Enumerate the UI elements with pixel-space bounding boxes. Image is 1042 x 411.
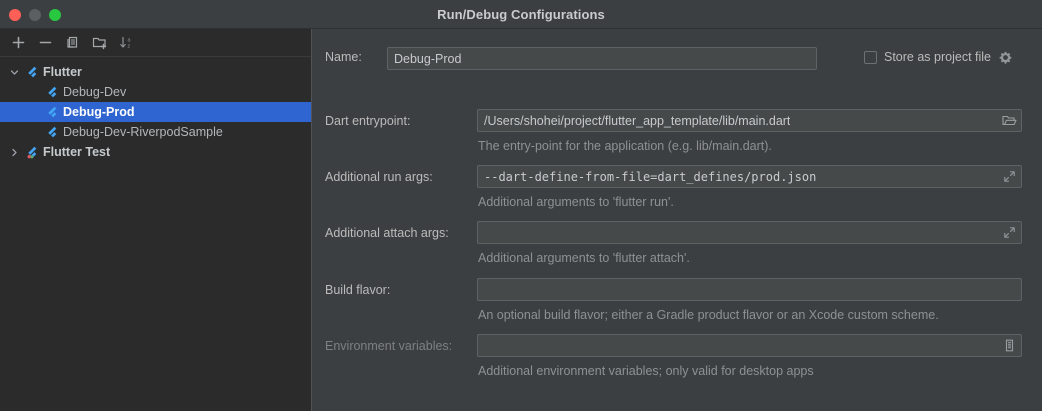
configurations-tree-panel: a z Flutter — [0, 29, 312, 411]
chevron-right-icon[interactable] — [6, 148, 22, 157]
build-flavor-hint: An optional build flavor; either a Gradl… — [478, 308, 939, 322]
configurations-tree[interactable]: Flutter Debug-Dev — [0, 57, 311, 162]
name-input-value: Debug-Prod — [394, 51, 462, 66]
flutter-icon — [42, 106, 60, 119]
additional-run-args-row: Additional run args: — [325, 170, 433, 184]
store-as-project-file-label: Store as project file — [884, 50, 991, 64]
tree-node-label: Debug-Dev — [63, 85, 127, 99]
tree-toolbar: a z — [0, 29, 311, 57]
flutter-test-icon — [22, 146, 40, 159]
name-label: Name: — [325, 50, 362, 64]
minimize-button[interactable] — [29, 9, 41, 21]
name-row: Name: — [325, 50, 387, 64]
flutter-icon — [22, 66, 40, 79]
additional-run-args-label: Additional run args: — [325, 170, 433, 184]
tree-node-debug-dev[interactable]: Debug-Dev — [0, 82, 311, 102]
remove-configuration-button[interactable] — [34, 32, 57, 54]
flutter-icon — [42, 86, 60, 99]
new-folder-button[interactable] — [88, 32, 111, 54]
tree-node-flutter-test[interactable]: Flutter Test — [0, 142, 311, 162]
flutter-icon — [42, 126, 60, 139]
window-title: Run/Debug Configurations — [437, 6, 605, 22]
environment-variables-input[interactable] — [477, 334, 1022, 357]
dart-entrypoint-row: Dart entrypoint: — [325, 114, 410, 128]
environment-variables-hint: Additional environment variables; only v… — [478, 364, 814, 378]
additional-attach-args-hint: Additional arguments to 'flutter attach'… — [478, 251, 690, 265]
expand-icon[interactable] — [1000, 224, 1018, 242]
additional-attach-args-row: Additional attach args: — [325, 226, 449, 240]
svg-text:z: z — [127, 44, 130, 50]
name-input[interactable]: Debug-Prod — [387, 47, 817, 70]
dart-entrypoint-value: /Users/shohei/project/flutter_app_templa… — [484, 113, 791, 128]
plus-icon — [12, 36, 25, 49]
dart-entrypoint-hint: The entry-point for the application (e.g… — [478, 139, 772, 153]
expand-icon[interactable] — [1000, 168, 1018, 186]
dart-entrypoint-input[interactable]: /Users/shohei/project/flutter_app_templa… — [477, 109, 1022, 132]
maximize-button[interactable] — [49, 9, 61, 21]
copy-icon — [67, 36, 78, 48]
svg-text:a: a — [127, 37, 130, 43]
build-flavor-input[interactable] — [477, 278, 1022, 301]
additional-attach-args-input[interactable] — [477, 221, 1022, 244]
tree-node-label: Debug-Prod — [63, 105, 135, 119]
sort-alphabetically-icon: a z — [119, 36, 130, 50]
additional-run-args-input[interactable]: --dart-define-from-file=dart_defines/pro… — [477, 165, 1022, 188]
additional-run-args-value: --dart-define-from-file=dart_defines/pro… — [484, 169, 817, 184]
tree-node-debug-dev-riverpodsample[interactable]: Debug-Dev-RiverpodSample — [0, 122, 311, 142]
tree-node-flutter[interactable]: Flutter — [0, 62, 311, 82]
copy-configuration-button[interactable] — [61, 32, 84, 54]
tree-node-label: Flutter Test — [43, 145, 111, 159]
new-folder-icon — [92, 37, 106, 50]
tree-node-debug-prod[interactable]: Debug-Prod — [0, 102, 311, 122]
additional-run-args-hint: Additional arguments to 'flutter run'. — [478, 195, 674, 209]
store-as-project-file-checkbox[interactable] — [864, 50, 877, 64]
env-list-icon[interactable] — [1000, 337, 1018, 355]
window-controls — [9, 9, 61, 21]
tree-node-label: Flutter — [43, 65, 82, 79]
minus-icon — [39, 41, 52, 44]
tree-node-label: Debug-Dev-RiverpodSample — [63, 125, 223, 139]
build-flavor-label: Build flavor: — [325, 283, 391, 297]
sort-configurations-button[interactable]: a z — [115, 32, 138, 54]
gear-icon[interactable] — [998, 50, 1012, 64]
title-bar: Run/Debug Configurations — [0, 0, 1042, 29]
additional-attach-args-label: Additional attach args: — [325, 226, 449, 240]
build-flavor-row: Build flavor: — [325, 283, 390, 297]
close-button[interactable] — [9, 9, 21, 21]
environment-variables-row: Environment variables: — [325, 339, 452, 353]
add-configuration-button[interactable] — [7, 32, 30, 54]
chevron-down-icon[interactable] — [6, 68, 22, 77]
browse-folder-icon[interactable] — [1000, 112, 1018, 130]
configuration-form-panel: Name: Debug-Prod Store as project file D… — [313, 29, 1042, 411]
environment-variables-label: Environment variables: — [325, 339, 453, 353]
dart-entrypoint-label: Dart entrypoint: — [325, 114, 411, 128]
store-as-project-file-row: Store as project file — [864, 50, 1012, 64]
